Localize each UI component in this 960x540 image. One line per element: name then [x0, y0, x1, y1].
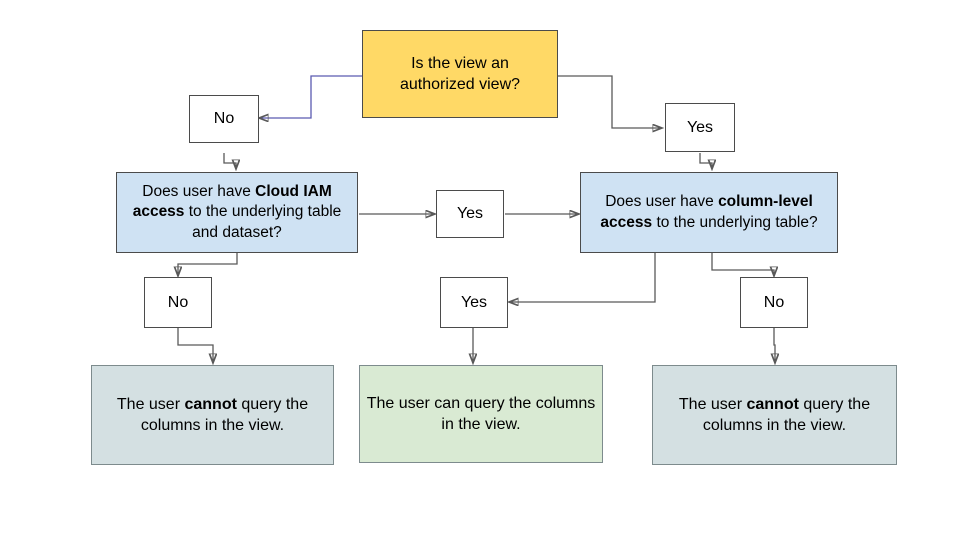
outcome-right-text: The user cannot query the columns in the… — [678, 395, 871, 434]
label-column-no-text: No — [763, 293, 785, 311]
edge-no-to-outcome-left — [177, 328, 213, 363]
iam-question-text: Does user have Cloud IAM access to the u… — [132, 182, 342, 241]
node-outcome-right[interactable]: The user cannot query the columns in the… — [652, 365, 897, 465]
label-box-column-no[interactable]: No — [740, 277, 808, 328]
column-question-text: Does user have column-level access to th… — [600, 193, 818, 231]
label-box-column-yes[interactable]: Yes — [440, 277, 508, 328]
label-start-yes-text: Yes — [686, 118, 714, 136]
edge-column-to-no — [711, 253, 774, 276]
label-box-start-no[interactable]: No — [189, 95, 259, 143]
outcome-left-text: The user cannot query the columns in the… — [116, 395, 309, 434]
node-iam-question[interactable]: Does user have Cloud IAM access to the u… — [116, 172, 358, 253]
edge-no-to-outcome-right — [774, 328, 775, 363]
node-outcome-middle[interactable]: The user can query the columns in the vi… — [359, 365, 603, 463]
label-box-iam-no[interactable]: No — [144, 277, 212, 328]
edge-iam-to-no — [178, 253, 238, 276]
edge-start-to-no — [259, 75, 362, 118]
edge-no-to-iam-question — [223, 153, 236, 169]
label-start-no-text: No — [213, 110, 235, 128]
node-column-question[interactable]: Does user have column-level access to th… — [580, 172, 838, 253]
edge-column-to-yes — [509, 253, 656, 302]
label-iam-no-text: No — [167, 293, 189, 311]
label-column-yes-text: Yes — [460, 293, 488, 311]
edge-yes-to-column-question — [699, 153, 712, 169]
outcome-middle-text: The user can query the columns in the vi… — [366, 394, 596, 433]
label-box-start-yes[interactable]: Yes — [665, 103, 735, 152]
label-box-iam-yes[interactable]: Yes — [436, 190, 504, 238]
label-iam-yes-text: Yes — [456, 205, 484, 223]
node-outcome-left[interactable]: The user cannot query the columns in the… — [91, 365, 334, 465]
edge-start-to-yes — [558, 75, 662, 128]
